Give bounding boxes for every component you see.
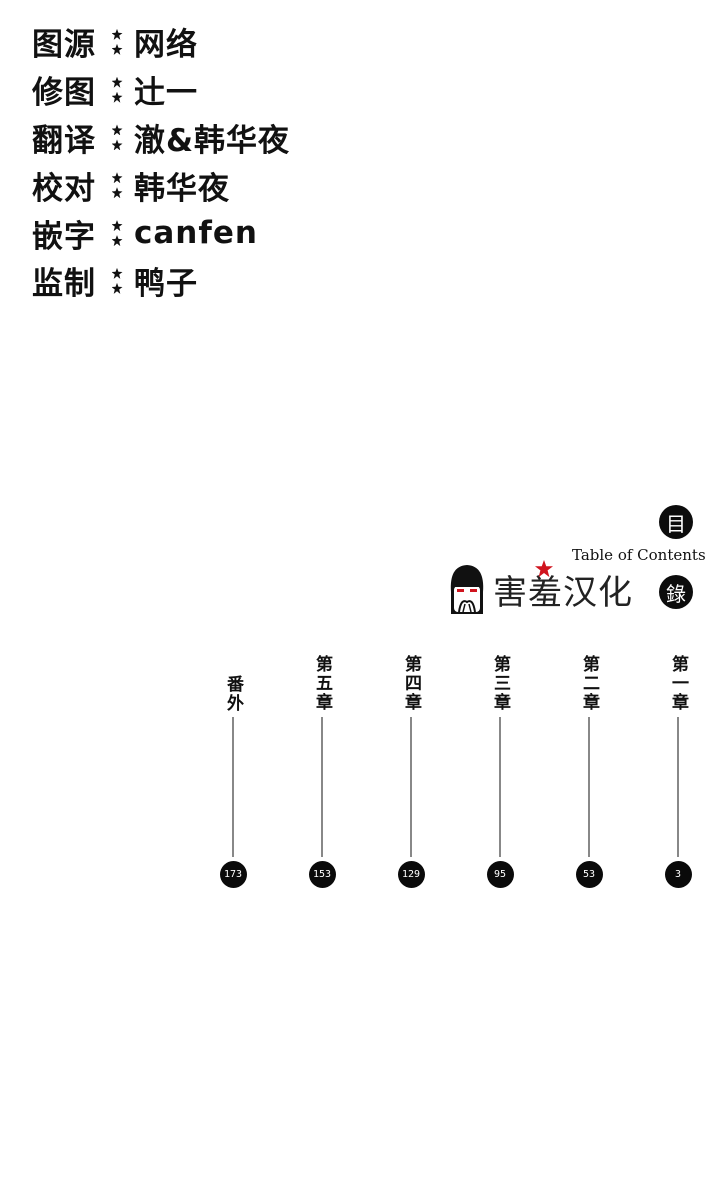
chapter-3[interactable]: 第三章 95 (485, 655, 515, 888)
star-separator-icon (110, 172, 124, 199)
chapter-page-badge: 153 (308, 861, 336, 888)
toc-english-title: Table of Contents (572, 546, 706, 564)
credit-row-typeset: 嵌字 canfen (32, 209, 290, 257)
chapter-page-badge: 3 (664, 861, 692, 888)
chapter-title: 第三章 (490, 655, 510, 712)
chapter-title: 第五章 (312, 655, 332, 712)
chapter-title: 番外 (223, 675, 243, 713)
chapter-page-badge: 95 (486, 861, 514, 888)
chapter-page-badge: 53 (575, 861, 603, 888)
credits-list: 图源 网络 修图 辻一 翻译 澈&韩华夜 校对 韩华夜 嵌字 canfen 监制 鸭子 (32, 18, 290, 305)
credit-label: 校对 (32, 170, 96, 207)
chapter-title: 第四章 (401, 655, 421, 712)
chapter-line (410, 717, 412, 857)
chapter-title: 第一章 (668, 655, 688, 712)
credit-value: 韩华夜 (134, 170, 230, 207)
credit-label: 嵌字 (32, 218, 96, 255)
credit-value: 网络 (134, 27, 198, 64)
star-separator-icon (110, 267, 124, 294)
chapter-line (588, 717, 590, 857)
chapter-line (677, 717, 679, 857)
chapter-1[interactable]: 第一章 3 (663, 655, 693, 888)
chapter-4[interactable]: 第四章 129 (396, 655, 426, 888)
credit-row-translation: 翻译 澈&韩华夜 (32, 114, 290, 162)
credit-label: 图源 (32, 27, 96, 64)
star-separator-icon (110, 76, 124, 103)
chapter-line (499, 717, 501, 857)
chapter-5[interactable]: 第五章 153 (307, 655, 337, 888)
chapter-2[interactable]: 第二章 53 (574, 655, 604, 888)
credit-row-source: 图源 网络 (32, 18, 290, 66)
credit-label: 监制 (32, 266, 96, 303)
star-separator-icon (110, 124, 124, 151)
credit-value: canfen (134, 215, 258, 252)
credit-row-proofread: 校对 韩华夜 (32, 161, 290, 209)
group-name: 害羞汉化 (493, 572, 633, 613)
chapter-page-badge: 129 (397, 861, 425, 888)
credit-value: 辻一 (134, 75, 198, 112)
chapter-line (232, 717, 234, 857)
credit-value: 鸭子 (134, 266, 198, 303)
chapter-title: 第二章 (579, 655, 599, 712)
chapter-extra[interactable]: 番外 173 (218, 675, 248, 888)
toc-lu-badge: 錄 (659, 575, 693, 609)
toc-mu-badge: 目 (659, 505, 693, 539)
credit-row-supervisor: 监制 鸭子 (32, 257, 290, 305)
chapter-page-badge: 173 (219, 861, 247, 888)
group-logo: 害羞汉化 (447, 560, 633, 616)
credit-label: 修图 (32, 75, 96, 112)
credit-row-retouch: 修图 辻一 (32, 66, 290, 114)
star-separator-icon (110, 220, 124, 247)
credit-value: 澈&韩华夜 (134, 122, 291, 159)
red-star-icon (535, 560, 553, 578)
credit-label: 翻译 (32, 122, 96, 159)
star-separator-icon (110, 28, 124, 55)
girl-face-logo-icon (450, 565, 484, 614)
chapter-line (321, 717, 323, 857)
